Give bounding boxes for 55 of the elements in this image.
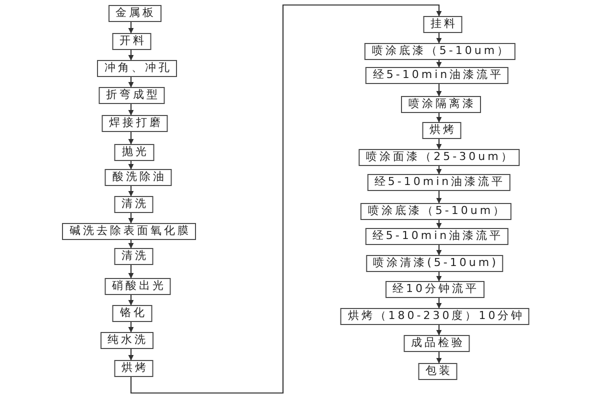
arrow xyxy=(436,325,442,336)
process-box: 成品检验 xyxy=(403,335,470,352)
process-box: 纯水洗 xyxy=(100,332,153,349)
process-box: 酸洗除油 xyxy=(104,169,172,186)
process-box: 烘烤 xyxy=(114,360,154,377)
arrow xyxy=(436,166,442,174)
process-box: 烘烤 xyxy=(422,122,462,139)
process-box: 开料 xyxy=(112,33,152,50)
process-box: 硝酸出光 xyxy=(104,278,171,295)
arrow xyxy=(128,161,134,170)
arrow xyxy=(128,50,134,60)
arrow xyxy=(128,104,134,116)
arrow xyxy=(436,113,442,122)
arrow xyxy=(436,352,442,364)
arrow xyxy=(436,60,442,68)
arrow xyxy=(436,139,442,150)
arrow xyxy=(436,33,442,44)
arrow xyxy=(436,191,442,204)
arrow xyxy=(128,265,134,278)
process-box: 烘烤（180-230度）10分钟 xyxy=(340,308,530,325)
process-box: 冲角、冲孔 xyxy=(97,60,177,77)
arrow xyxy=(436,272,442,282)
process-box: 铬化 xyxy=(112,305,152,322)
arrow xyxy=(436,245,442,256)
process-box: 经10分钟流平 xyxy=(385,281,484,298)
process-box: 喷涂隔离漆 xyxy=(401,96,481,113)
arrow xyxy=(128,213,134,224)
arrow xyxy=(130,4,442,394)
arrow xyxy=(128,77,134,88)
arrow xyxy=(128,349,134,360)
process-box: 清洗 xyxy=(114,196,154,213)
arrow xyxy=(128,186,134,196)
process-box: 包装 xyxy=(418,363,458,380)
process-box: 喷涂清漆(5-10um) xyxy=(366,255,504,272)
arrow xyxy=(436,298,442,308)
process-box: 挂料 xyxy=(422,16,462,33)
process-box: 金属板 xyxy=(108,5,161,22)
arrow xyxy=(128,240,134,248)
process-box: 经5-10min油漆流平 xyxy=(364,228,508,245)
process-box: 喷涂底漆（5-10um） xyxy=(360,203,512,220)
arrow xyxy=(436,84,442,96)
process-box: 折弯成型 xyxy=(98,87,165,104)
arrow xyxy=(128,22,134,34)
process-box: 碱洗去除表面氧化膜 xyxy=(62,223,196,240)
process-box: 焊接打磨 xyxy=(101,115,168,132)
process-box: 抛光 xyxy=(114,144,154,161)
arrow xyxy=(128,132,134,144)
process-box: 清洗 xyxy=(114,248,154,265)
arrow xyxy=(128,322,134,332)
process-box: 经5-10min油漆流平 xyxy=(365,67,509,84)
process-box: 喷涂面漆（25-30um） xyxy=(358,149,520,166)
process-box: 喷涂底漆（5-10um） xyxy=(364,43,516,60)
arrow xyxy=(128,295,134,306)
arrow xyxy=(436,220,442,228)
process-box: 经5-10min油漆流平 xyxy=(366,174,510,191)
